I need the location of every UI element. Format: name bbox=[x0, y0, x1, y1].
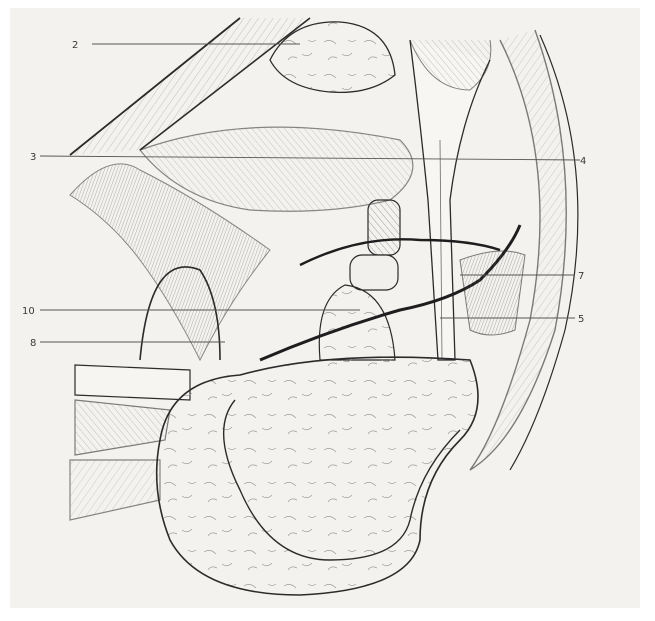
label-10: 10 bbox=[22, 306, 35, 317]
label-8: 8 bbox=[30, 338, 36, 349]
label-7: 7 bbox=[578, 271, 584, 282]
label-4: 4 bbox=[580, 156, 586, 167]
label-5: 5 bbox=[578, 314, 584, 325]
label-3: 3 bbox=[30, 152, 36, 163]
right-hatched-block bbox=[460, 251, 525, 335]
label-2: 2 bbox=[72, 40, 78, 51]
